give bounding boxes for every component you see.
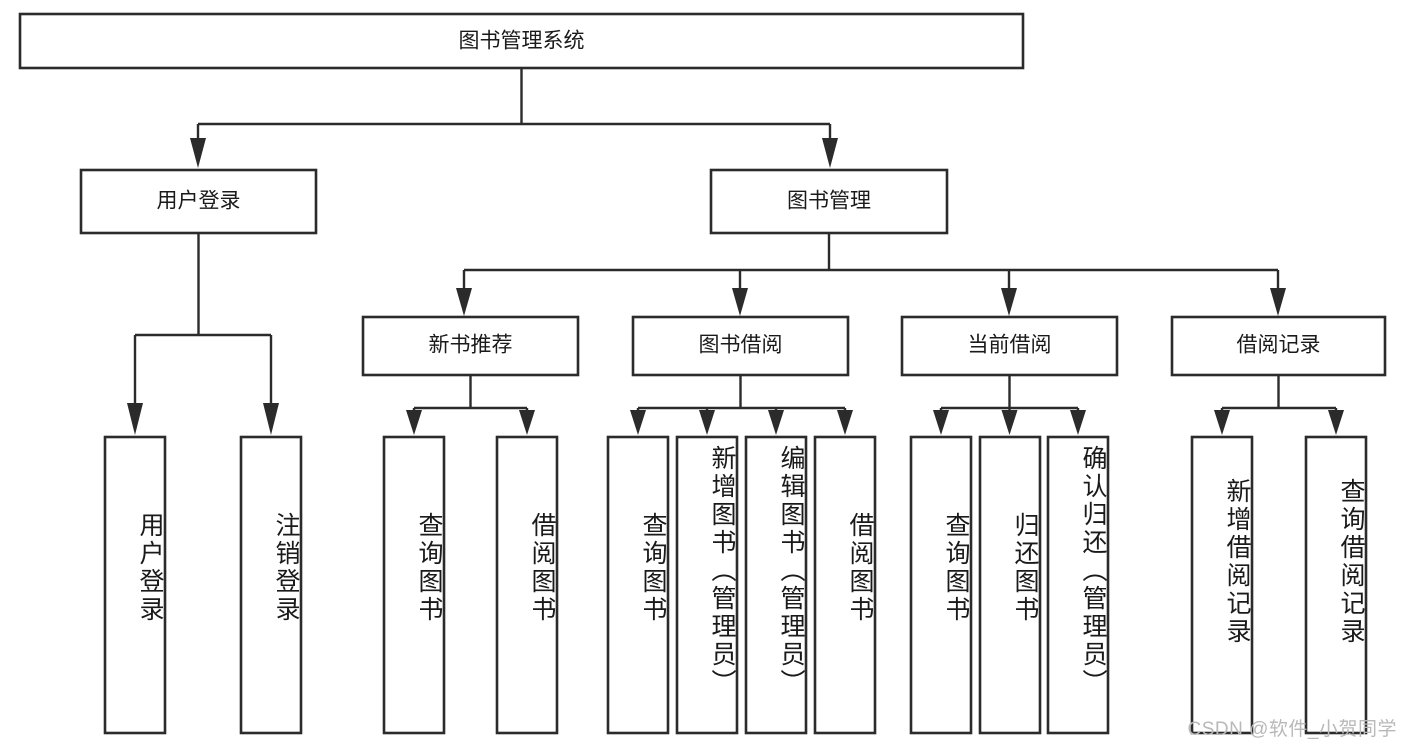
csdn-watermark: CSDN @软件_小贺同学: [1187, 719, 1397, 740]
node-current-borrow-label: 当前借阅: [968, 334, 1052, 357]
leaf-box-borrow-book-bb[interactable]: [813, 435, 877, 735]
node-root-label: 图书管理系统: [459, 30, 585, 53]
leaf-box-add-borrow-record[interactable]: [1190, 435, 1254, 735]
leaf-box-add-book-admin[interactable]: [675, 435, 739, 735]
leaf-box-confirm-return-admin[interactable]: [1046, 435, 1110, 735]
leaf-box-return-book[interactable]: [978, 435, 1042, 735]
leaf-box-logout[interactable]: [239, 435, 303, 735]
leaf-box-borrow-book-nb[interactable]: [495, 435, 559, 735]
node-new-book-recommend-label: 新书推荐: [429, 334, 513, 357]
leaf-box-query-book-cb[interactable]: [909, 435, 973, 735]
arrow-bookmgmt-to-current-icon: [1001, 288, 1017, 316]
leaf-box-edit-book-admin[interactable]: [744, 435, 808, 735]
leaf-box-query-book-nb[interactable]: [382, 435, 446, 735]
arrow-newbook-leaf2-icon: [519, 410, 535, 435]
arrow-bookmgmt-to-new-icon: [456, 288, 472, 316]
leaf-box-query-borrow-record[interactable]: [1304, 435, 1368, 735]
node-book-borrow-label: 图书借阅: [699, 334, 783, 357]
node-user-login-label: 用户登录: [157, 190, 241, 213]
arrow-bookmgmt-to-records-icon: [1270, 288, 1286, 316]
arrow-bookborrow-leaf3-icon: [768, 410, 784, 435]
node-borrow-records-box[interactable]: [1170, 315, 1387, 377]
arrow-currentborrow-leaf2-icon: [1001, 410, 1018, 435]
arrow-newbook-leaf1-icon: [406, 410, 422, 435]
arrow-root-to-bookmgmt-icon: [822, 138, 838, 168]
arrow-bookborrow-leaf1-icon: [630, 410, 646, 435]
arrow-borrowrecords-leaf1-icon: [1214, 410, 1230, 435]
node-borrow-records-label: 借阅记录: [1237, 334, 1321, 357]
arrow-userlogin-leaf1-icon: [127, 403, 143, 435]
node-new-book-recommend-box[interactable]: [361, 315, 580, 377]
arrow-bookborrow-leaf4-icon: [837, 410, 853, 435]
arrow-userlogin-leaf2-icon: [263, 403, 279, 435]
arrow-bookborrow-leaf2-icon: [699, 410, 715, 435]
node-book-borrow-box[interactable]: [631, 315, 850, 377]
arrow-currentborrow-leaf3-icon: [1070, 410, 1086, 435]
arrow-root-to-userlogin-icon: [190, 138, 206, 168]
leaf-box-query-book-bb[interactable]: [606, 435, 670, 735]
arrow-bookmgmt-to-borrow-icon: [732, 288, 748, 316]
leaf-box-user-login[interactable]: [103, 435, 167, 735]
node-current-borrow-box[interactable]: [900, 315, 1119, 377]
node-book-management-label: 图书管理: [787, 190, 871, 213]
node-book-management-box[interactable]: [709, 168, 949, 235]
arrow-currentborrow-leaf1-icon: [933, 410, 949, 435]
arrow-borrowrecords-leaf2-icon: [1328, 410, 1344, 435]
node-root-box[interactable]: [18, 12, 1025, 70]
